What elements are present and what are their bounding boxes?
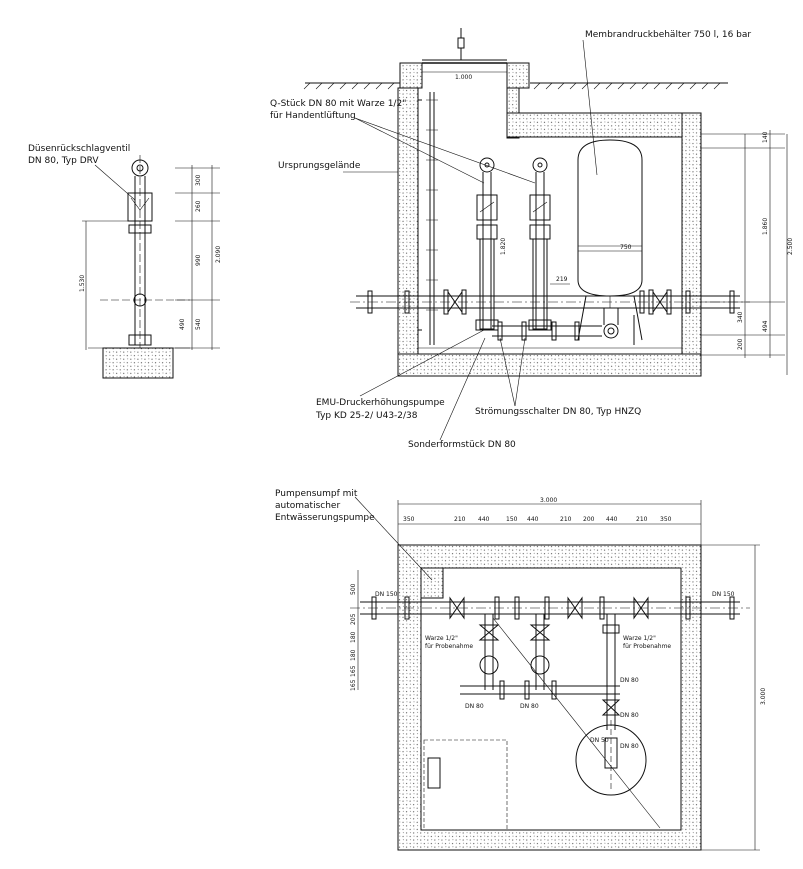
- label-dn80-b: DN 80: [520, 703, 539, 710]
- label-dn80-d: DN 80: [620, 712, 639, 719]
- label-dn150-left: DN 150: [375, 591, 398, 598]
- dim-540: 540: [195, 318, 202, 330]
- label-q-piece-2: für Handentlüftung: [270, 111, 356, 121]
- dim-440b: 440: [527, 516, 539, 523]
- pump-right: [528, 157, 552, 331]
- label-dn80-a: DN 80: [465, 703, 484, 710]
- check-valve-detail: Düsenrückschlagventil DN 80, Typ DRV 300…: [28, 144, 222, 379]
- dim-200: 200: [737, 338, 744, 350]
- dim-165b: 165: [350, 679, 357, 691]
- membrane-tank: [577, 139, 643, 341]
- dim-440c: 440: [606, 516, 618, 523]
- collector-pipe: [492, 308, 635, 345]
- dim-opening: 1.000: [421, 68, 508, 81]
- dim-340: 340: [737, 311, 744, 323]
- dim-350a: 350: [403, 516, 415, 523]
- label-nipple-left-1: Warze 1/2": [425, 635, 458, 642]
- section-view: 1.000 750 219 1.820 140 1.860 2.500 340 …: [270, 28, 794, 450]
- dim-2500: 2.500: [787, 238, 794, 255]
- label-ground: Ursprungsgelände: [278, 161, 361, 171]
- dim-1000: 1.000: [455, 74, 472, 81]
- label-check-valve-2: DN 80, Typ DRV: [28, 156, 99, 166]
- dim-200: 200: [583, 516, 595, 523]
- ground-line: [303, 82, 728, 90]
- dim-210c: 210: [636, 516, 648, 523]
- label-nipple-left-2: für Probenahme: [425, 643, 473, 650]
- dim-2090: 2.090: [215, 246, 222, 263]
- dim-350b: 350: [660, 516, 672, 523]
- pump-left: [475, 157, 499, 331]
- label-tank: Membrandruckbehälter 750 l, 16 bar: [585, 30, 751, 40]
- label-q-piece-1: Q-Stück DN 80 mit Warze 1/2": [270, 99, 406, 109]
- dim-140: 140: [762, 131, 769, 143]
- dim-180b: 180: [350, 649, 357, 661]
- chamber-walls: [397, 28, 702, 377]
- label-dn50: DN 50: [590, 737, 609, 744]
- main-pipe: [350, 289, 750, 315]
- label-pump-1: EMU-Druckerhöhungspumpe: [316, 398, 445, 408]
- dim-top-3000: 3.000: [540, 497, 557, 504]
- dim-210b: 210: [560, 516, 572, 523]
- dim-pump-height: 1.820: [500, 238, 507, 255]
- dim-1530: 1.530: [79, 275, 86, 292]
- plan-view: Pumpensumpf mit automatischer Entwässeru…: [275, 489, 767, 851]
- label-nipple-right-2: für Probenahme: [623, 643, 671, 650]
- label-dn80-c: DN 80: [620, 677, 639, 684]
- dim-990: 990: [195, 254, 202, 266]
- dim-210a: 210: [454, 516, 466, 523]
- dim-165a: 165: [350, 665, 357, 677]
- dim-500: 500: [350, 583, 357, 595]
- dim-219: 219: [556, 276, 568, 283]
- dim-440a: 440: [478, 516, 490, 523]
- label-dn80-e: DN 80: [620, 743, 639, 750]
- dim-300: 300: [195, 174, 202, 186]
- label-dn150-right: DN 150: [712, 591, 735, 598]
- label-sump-3: Entwässerungspumpe: [275, 513, 375, 523]
- dim-260: 260: [195, 200, 202, 212]
- dim-205: 205: [350, 613, 357, 625]
- dim-tank: 750 219 1.820: [500, 238, 642, 285]
- label-sump-1: Pumpensumpf mit: [275, 489, 358, 499]
- label-pump-2: Typ KD 25-2/ U43-2/38: [315, 411, 418, 421]
- label-nipple-right-1: Warze 1/2": [623, 635, 656, 642]
- dim-150: 150: [506, 516, 518, 523]
- dim-1860: 1.860: [762, 218, 769, 235]
- label-flow-switch: Strömungsschalter DN 80, Typ HNZQ: [475, 407, 641, 417]
- label-check-valve-1: Düsenrückschlagventil: [28, 144, 130, 154]
- label-sump-2: automatischer: [275, 501, 340, 511]
- dim-490: 490: [179, 318, 186, 330]
- right-dimensions: 140 1.860 2.500 340 494 200: [700, 130, 794, 375]
- dim-750: 750: [620, 244, 632, 251]
- dim-494: 494: [762, 320, 769, 332]
- label-special-fitting: Sonderformstück DN 80: [408, 440, 516, 450]
- dim-180a: 180: [350, 631, 357, 643]
- dim-right-3000: 3.000: [760, 688, 767, 705]
